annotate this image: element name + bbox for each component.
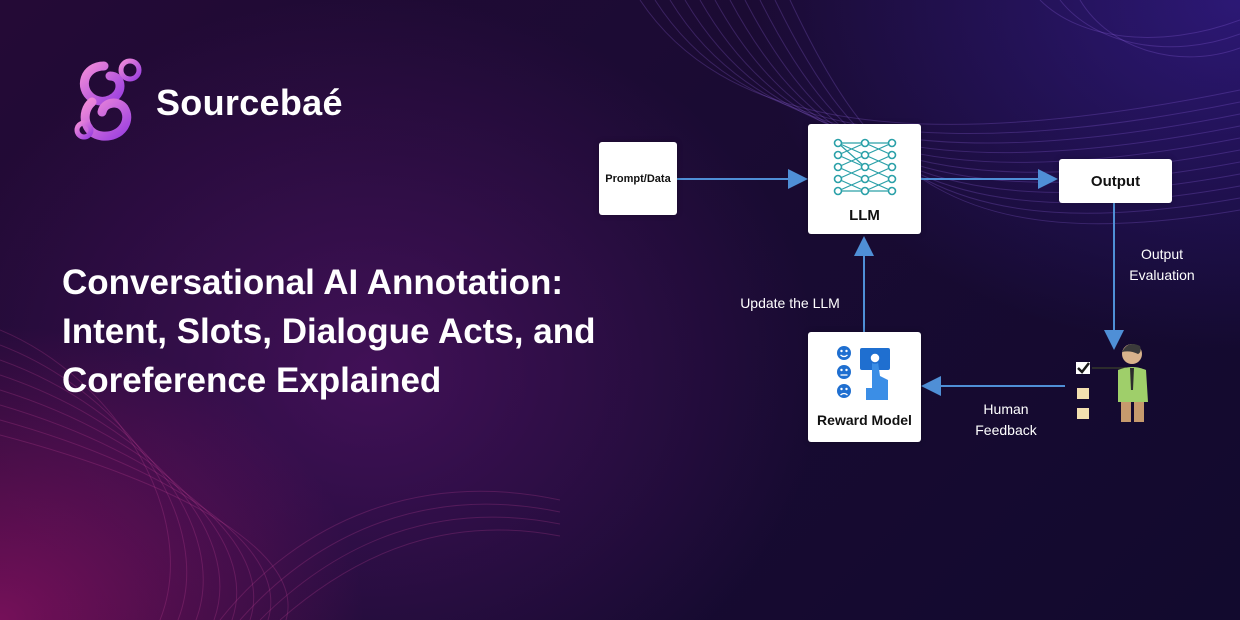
- emoji-faces-icon: [836, 346, 851, 398]
- human-feedback-line-2: Feedback: [975, 422, 1037, 438]
- prompt-data-label: Prompt/Data: [605, 172, 671, 185]
- llm-node: LLM: [808, 124, 921, 234]
- llm-label: LLM: [849, 207, 880, 224]
- output-evaluation-line-2: Evaluation: [1129, 267, 1195, 283]
- output-evaluation-label: Output Evaluation: [1108, 244, 1216, 286]
- neural-network-icon: [833, 138, 896, 196]
- sourcebae-logo-icon: [74, 58, 142, 141]
- reward-model-node: Reward Model: [808, 332, 921, 442]
- headline-line-3: Coreference Explained: [62, 361, 442, 400]
- person-checklist-icon: [1076, 344, 1148, 422]
- headline-line-1: Conversational AI Annotation:: [62, 263, 564, 302]
- human-feedback-line-1: Human: [983, 401, 1029, 417]
- human-feedback-label: Human Feedback: [960, 399, 1052, 441]
- page-headline: Conversational AI Annotation: Intent, Sl…: [62, 258, 662, 405]
- brand-header[interactable]: Sourcebaé: [74, 58, 343, 148]
- brand-name: Sourcebaé: [156, 82, 343, 123]
- headline-line-2: Intent, Slots, Dialogue Acts, and: [62, 312, 596, 351]
- update-llm-label: Update the LLM: [740, 295, 840, 311]
- output-node: Output: [1059, 159, 1172, 203]
- output-evaluation-line-1: Output: [1140, 246, 1184, 262]
- reward-model-label: Reward Model: [817, 412, 912, 428]
- prompt-data-node: Prompt/Data: [599, 142, 677, 215]
- reward-icons: [836, 346, 890, 400]
- output-label: Output: [1090, 172, 1141, 190]
- hand-touch-icon: [859, 348, 890, 400]
